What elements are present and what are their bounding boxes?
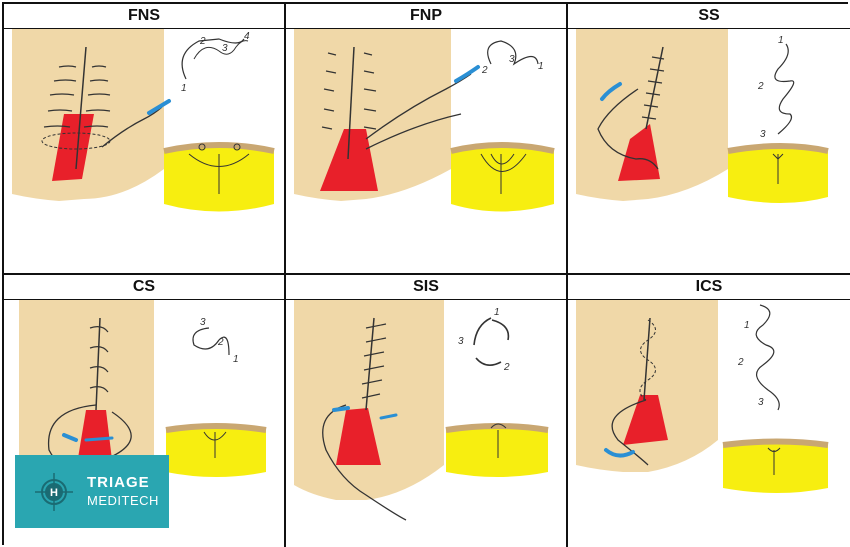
step-label-1: 1 xyxy=(233,354,239,365)
step-label-2: 2 xyxy=(757,81,764,92)
step-label-2: 2 xyxy=(503,362,510,373)
ics-illustration: 1 2 3 xyxy=(576,300,829,493)
step-label-2: 2 xyxy=(199,36,206,47)
panel-title: SS xyxy=(568,4,850,29)
step-label-2: 2 xyxy=(217,337,224,348)
step-label-4: 4 xyxy=(244,31,250,42)
sis-illustration: 1 2 3 xyxy=(294,300,549,521)
panel-fns: FNS 1 2 3 4 xyxy=(4,4,286,275)
step-label-1: 1 xyxy=(494,307,500,318)
step-label-3: 3 xyxy=(222,43,228,54)
step-label-1: 1 xyxy=(538,61,544,72)
step-label-1: 1 xyxy=(181,83,187,94)
panel-fnp: FNP 2 3 1 xyxy=(286,4,568,275)
step-label-1: 1 xyxy=(744,320,750,331)
step-label-3: 3 xyxy=(509,54,515,65)
step-label-2: 2 xyxy=(481,65,488,76)
fns-illustration: 1 2 3 4 xyxy=(12,29,275,212)
step-label-3: 3 xyxy=(200,317,206,328)
step-label-3: 3 xyxy=(758,397,764,408)
panel-title: FNP xyxy=(286,4,566,29)
panel-title: CS xyxy=(4,275,284,300)
panel-sis: SIS 1 2 3 xyxy=(286,275,568,547)
ss-illustration: 1 2 3 xyxy=(576,29,829,203)
triage-meditech-logo: H TRIAGE MEDITECH xyxy=(15,455,169,528)
step-label-3: 3 xyxy=(458,336,464,347)
step-label-3: 3 xyxy=(760,129,766,140)
panel-title: ICS xyxy=(568,275,850,300)
panel-title: FNS xyxy=(4,4,284,29)
step-label-1: 1 xyxy=(778,35,784,46)
crosshair-icon: H xyxy=(35,473,73,511)
panel-ics: ICS 1 2 3 xyxy=(568,275,850,547)
step-label-2: 2 xyxy=(737,357,744,368)
logo-line1: TRIAGE xyxy=(87,474,150,491)
logo-line2: MEDITECH xyxy=(87,493,159,508)
panel-title: SIS xyxy=(286,275,566,300)
panel-ss: SS 1 2 3 xyxy=(568,4,850,275)
logo-mark-letter: H xyxy=(50,487,58,499)
fnp-illustration: 2 3 1 xyxy=(294,29,555,212)
cs-illustration: 3 2 1 xyxy=(19,300,267,498)
